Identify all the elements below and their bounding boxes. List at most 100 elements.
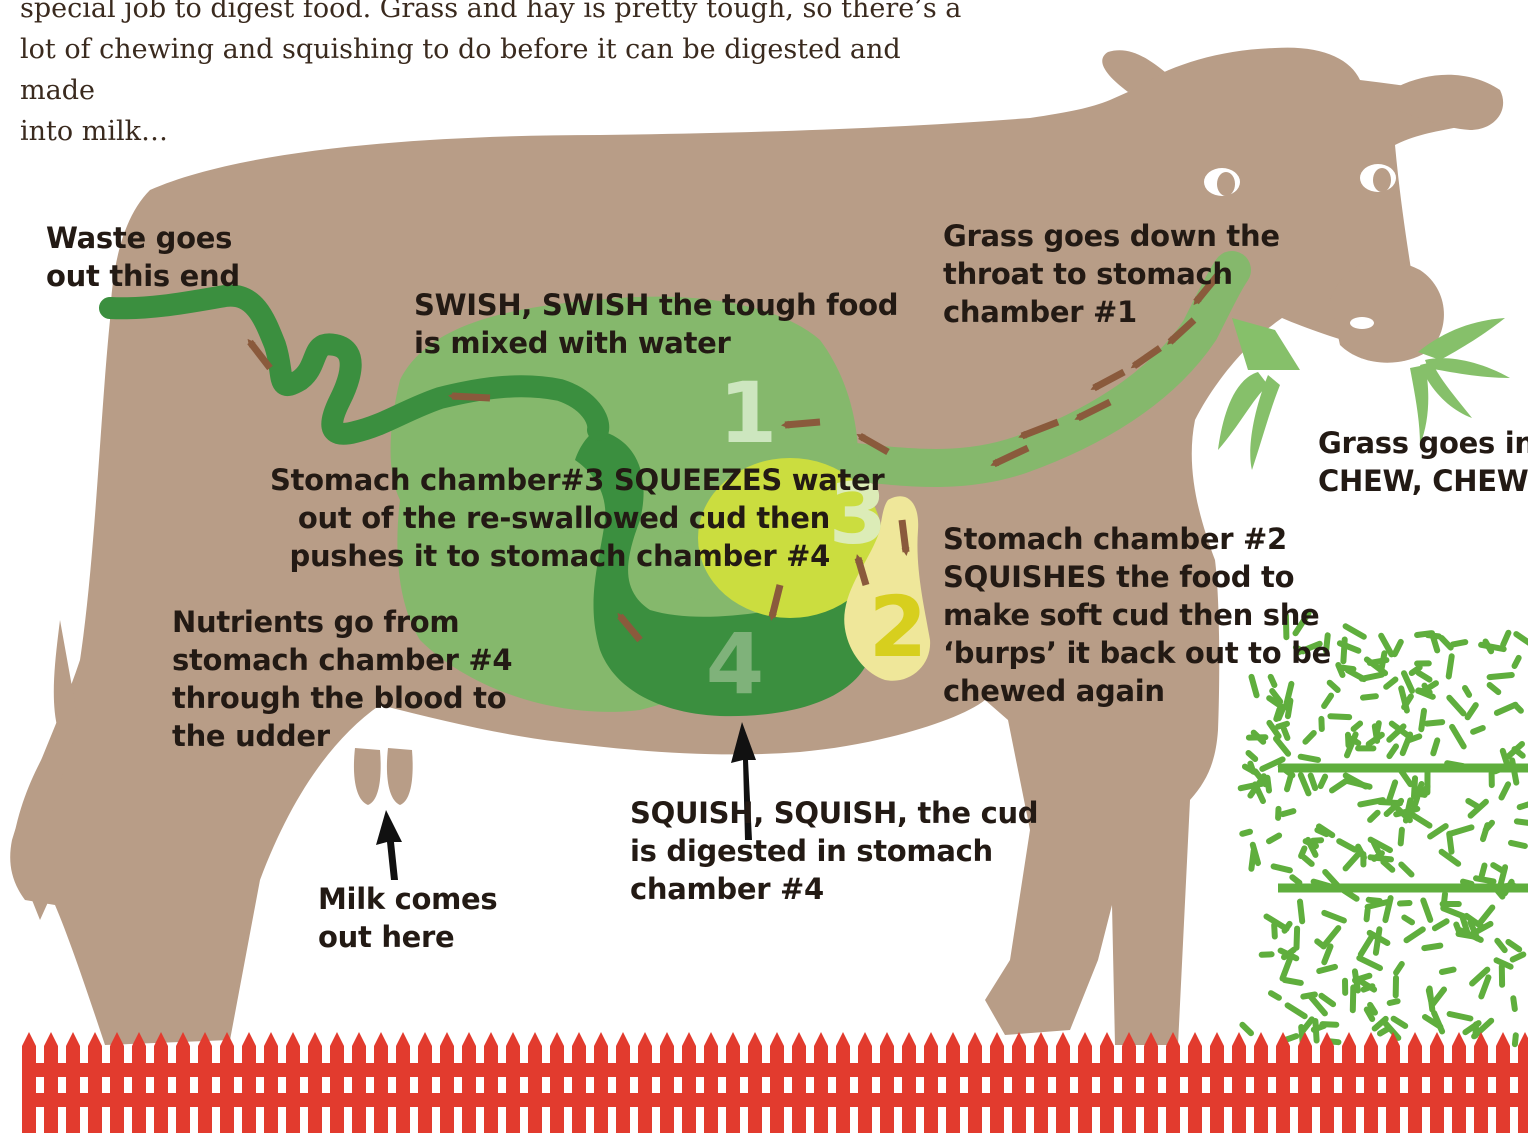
fence-picket	[22, 1032, 36, 1133]
label-chamber-4: SQUISH, SQUISH, the cud is digested in s…	[630, 794, 1038, 908]
label-line: SQUISH, SQUISH, the cud	[630, 794, 1038, 832]
label-line: chamber #1	[943, 293, 1280, 331]
fence-picket	[572, 1032, 586, 1133]
fence-picket	[242, 1032, 256, 1133]
label-line: Grass goes down the	[943, 217, 1280, 255]
fence-picket	[132, 1032, 146, 1133]
hay-stroke	[1367, 910, 1368, 919]
label-swish: SWISH, SWISH the tough food is mixed wit…	[414, 286, 898, 362]
fence-picket	[836, 1032, 850, 1133]
fence-picket	[286, 1032, 300, 1133]
fence-picket	[110, 1032, 124, 1133]
hay-stroke	[1433, 740, 1437, 753]
fence-picket	[1232, 1032, 1246, 1133]
hay-stroke	[1515, 1035, 1516, 1044]
fence-picket	[990, 1032, 1004, 1133]
hay-stroke	[1343, 640, 1344, 662]
hay-stroke	[1314, 1026, 1324, 1030]
fence-picket	[814, 1032, 828, 1133]
hay-stroke	[1362, 675, 1382, 679]
fence-picket	[484, 1032, 498, 1133]
hay-stroke	[1274, 925, 1275, 937]
chamber-number-4: 4	[706, 615, 764, 713]
hay-stroke	[1376, 929, 1380, 953]
fence-picket	[1210, 1032, 1224, 1133]
fence-picket	[770, 1032, 784, 1133]
hay-stroke	[1427, 722, 1442, 724]
fence-picket	[1254, 1032, 1268, 1133]
label-line: SQUISHES the food to	[943, 558, 1331, 596]
fence-picket	[418, 1032, 432, 1133]
hay-stroke	[1274, 866, 1290, 870]
fence-picket	[880, 1032, 894, 1133]
label-line: chewed again	[943, 672, 1331, 710]
label-line: SWISH, SWISH the tough food	[414, 286, 898, 324]
label-milk: Milk comes out here	[318, 880, 497, 956]
hay-stroke	[1517, 821, 1528, 824]
picket-fence	[22, 1032, 1528, 1133]
fence-picket	[220, 1032, 234, 1133]
fence-picket	[748, 1032, 762, 1133]
fence-picket	[1188, 1032, 1202, 1133]
fence-picket	[1320, 1032, 1334, 1133]
hay-stroke	[1283, 811, 1294, 814]
label-line: Grass goes in	[1318, 424, 1528, 462]
intro-line: lot of chewing and squishing to do befor…	[20, 29, 980, 111]
fence-picket	[1122, 1032, 1136, 1133]
fence-picket	[1144, 1032, 1158, 1133]
fence-picket	[1474, 1032, 1488, 1133]
label-line: chamber #4	[630, 870, 1038, 908]
hay-stroke	[1338, 665, 1342, 675]
label-line: Nutrients go from	[172, 603, 512, 641]
hay-stroke	[1319, 967, 1335, 971]
hay-stroke	[1456, 925, 1460, 934]
hay-stroke	[1251, 851, 1253, 869]
hay-stroke	[1511, 843, 1525, 846]
hay-stroke	[1424, 946, 1440, 949]
hay-stroke	[1465, 688, 1469, 695]
hay-stroke	[1354, 724, 1361, 729]
fence-picket	[726, 1032, 740, 1133]
arrow-up-icon	[376, 810, 402, 880]
hay-stroke	[1297, 929, 1298, 948]
fence-picket	[550, 1032, 564, 1133]
hay-stroke	[1390, 1001, 1398, 1003]
fence-picket	[154, 1032, 168, 1133]
hay-stroke	[1417, 633, 1431, 635]
label-line: pushes it to stomach chamber #4	[270, 537, 830, 575]
hay-stroke	[1317, 941, 1324, 946]
label-line: Stomach chamber #2	[943, 520, 1331, 558]
fence-picket	[792, 1032, 806, 1133]
hay-stroke	[1271, 993, 1279, 998]
hay-stroke	[1490, 675, 1512, 677]
hay-stroke	[1321, 777, 1326, 787]
fence-picket	[704, 1032, 718, 1133]
hay-stroke	[1401, 830, 1402, 844]
fence-picket	[1100, 1032, 1114, 1133]
fence-picket	[1408, 1032, 1422, 1133]
hay-stroke	[1313, 840, 1321, 841]
fence-picket	[1430, 1032, 1444, 1133]
fence-picket	[1496, 1032, 1510, 1133]
fence-picket	[440, 1032, 454, 1133]
intro-line: into milk…	[20, 111, 980, 152]
hay-stroke	[1317, 830, 1326, 834]
hay-stroke	[1374, 843, 1378, 852]
label-line: ‘burps’ it back out to be	[943, 634, 1331, 672]
hay-stroke	[1429, 990, 1431, 1000]
label-throat: Grass goes down the throat to stomach ch…	[943, 217, 1280, 331]
label-line: Stomach chamber#3 SQUEEZES water	[270, 461, 830, 499]
label-chamber-2: Stomach chamber #2 SQUISHES the food to …	[943, 520, 1331, 710]
fence-picket	[330, 1032, 344, 1133]
hay-stroke	[1352, 739, 1359, 743]
hay-stroke	[1363, 696, 1376, 697]
hay-stroke	[1287, 777, 1290, 789]
fence-picket	[1386, 1032, 1400, 1133]
hay-stroke	[1360, 800, 1383, 804]
fence-picket	[1342, 1032, 1356, 1133]
fence-picket	[1166, 1032, 1180, 1133]
hay-stroke	[1285, 1036, 1296, 1040]
hay-stroke	[1369, 900, 1380, 901]
hay-stroke	[1481, 645, 1504, 649]
